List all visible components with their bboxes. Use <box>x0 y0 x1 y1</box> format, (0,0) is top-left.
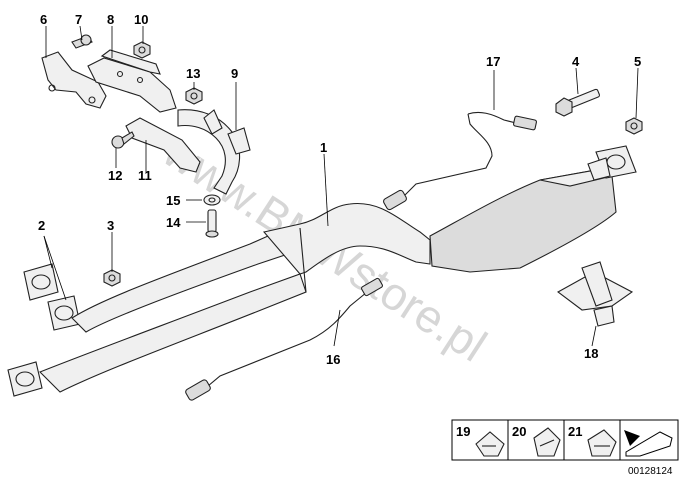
callout-18: 18 <box>584 346 598 361</box>
oxygen-sensor-part-16[interactable] <box>185 277 384 402</box>
leader-lines <box>43 25 639 347</box>
bracket-part-8[interactable] <box>87 49 177 113</box>
callout-10: 10 <box>134 12 148 27</box>
heat-shield-part-18[interactable] <box>556 261 634 327</box>
legend-label-19: 19 <box>456 424 470 439</box>
diagram-id: 00128124 <box>628 466 673 477</box>
hardware-legend-box: 19 20 21 <box>451 419 679 461</box>
legend-label-20: 20 <box>512 424 526 439</box>
catalytic-converter[interactable] <box>429 145 637 273</box>
callout-3: 3 <box>107 218 114 233</box>
nut-part-13[interactable] <box>185 87 203 105</box>
arrow-icon <box>624 430 673 457</box>
callout-1: 1 <box>320 140 327 155</box>
oxygen-sensor-part-17[interactable] <box>382 111 537 211</box>
callout-14: 14 <box>166 215 181 230</box>
callout-15: 15 <box>166 193 180 208</box>
callout-6: 6 <box>40 12 47 27</box>
callout-2: 2 <box>38 218 45 233</box>
bolt-part-4[interactable] <box>555 88 600 117</box>
callout-11: 11 <box>138 168 152 183</box>
callout-12: 12 <box>108 168 122 183</box>
bracket-part-6[interactable] <box>41 51 107 109</box>
callout-5: 5 <box>634 54 641 69</box>
bracket-part-11[interactable] <box>125 117 201 173</box>
clamp-part-9[interactable] <box>177 109 251 195</box>
bolt-part-12[interactable] <box>111 131 135 149</box>
callout-4: 4 <box>572 54 580 69</box>
clip-part-20[interactable] <box>533 427 561 457</box>
clip-part-21[interactable] <box>587 429 617 457</box>
callout-17: 17 <box>486 54 500 69</box>
callout-13: 13 <box>186 66 200 81</box>
flange-gasket-part-2[interactable] <box>7 263 81 397</box>
bolt-part-7[interactable] <box>71 34 93 49</box>
callout-9: 9 <box>231 66 238 81</box>
legend-label-21: 21 <box>568 424 582 439</box>
nut-part-10[interactable] <box>133 41 151 59</box>
callout-7: 7 <box>75 12 82 27</box>
front-pipe-part-1[interactable] <box>39 202 431 393</box>
bolt-part-14[interactable] <box>205 209 219 238</box>
nut-part-5[interactable] <box>625 117 643 135</box>
callout-labels: 6 7 8 10 13 9 12 11 15 14 1 2 3 16 17 4 … <box>38 12 641 367</box>
callout-16: 16 <box>326 352 340 367</box>
washer-part-15[interactable] <box>203 194 221 206</box>
nut-part-3[interactable] <box>103 269 121 287</box>
clip-part-19[interactable] <box>475 431 505 457</box>
callout-8: 8 <box>107 12 114 27</box>
